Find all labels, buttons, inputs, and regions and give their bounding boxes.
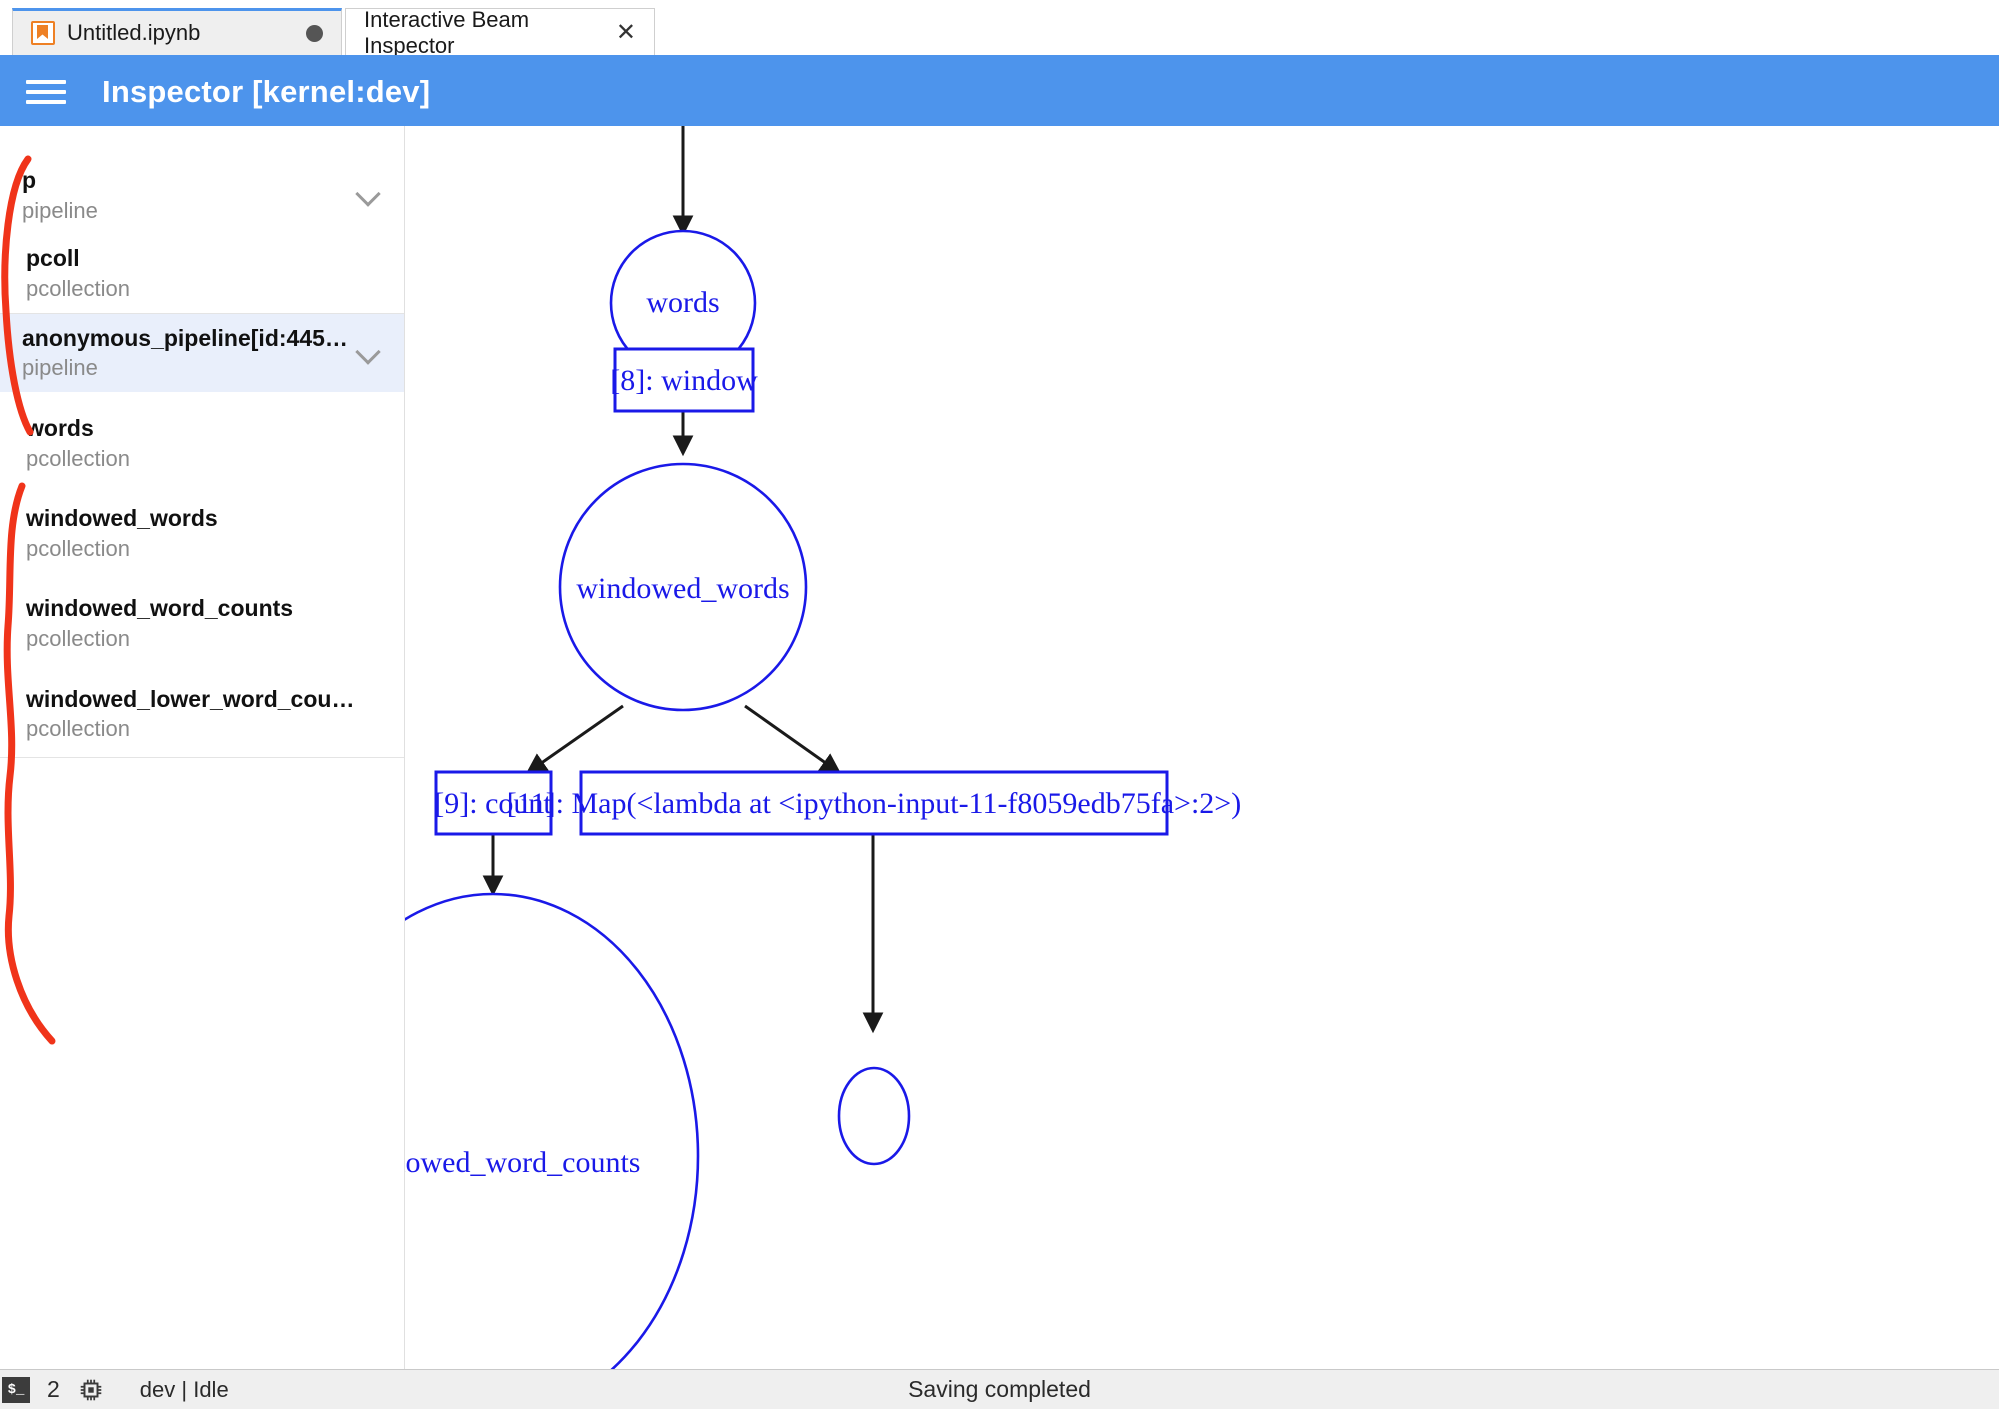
sidebar-item-windowed-lower-word-counts[interactable]: windowed_lower_word_counts pcollection: [0, 663, 405, 757]
sidebar-item-name: pcoll: [26, 245, 80, 272]
tab-bar: Untitled.ipynb Interactive Beam Inspecto…: [0, 0, 1999, 58]
tab-untitled-ipynb[interactable]: Untitled.ipynb: [12, 8, 342, 56]
chevron-down-icon[interactable]: [359, 185, 381, 198]
pipeline-graph-svg: words [8]: window windowed_words [9]: co…: [405, 126, 1241, 1369]
sidebar-item-name: anonymous_pipeline[id:44516…: [22, 324, 365, 351]
tabbar-accent-underline: [0, 55, 1999, 58]
node-count[interactable]: [9]: count: [434, 770, 553, 836]
chip-icon-svg: [80, 1379, 102, 1400]
sidebar-item-words[interactable]: words pcollection: [0, 392, 405, 482]
sidebar-item-type: pcollection: [26, 716, 130, 742]
inspector-header: Inspector [kernel:dev]: [0, 58, 1999, 126]
node-label: [9]: count: [434, 787, 552, 820]
sidebar-item-type: pcollection: [26, 445, 130, 471]
inspectables-sidebar[interactable]: p pipeline pcoll pcollection anonymous_p…: [0, 126, 405, 1369]
sidebar-item-windowed-word-counts[interactable]: windowed_word_counts pcollection: [0, 572, 405, 662]
kernel-status[interactable]: dev | Idle: [139, 1376, 229, 1402]
hamburger-icon[interactable]: [24, 76, 68, 108]
sidebar-divider: [404, 126, 405, 1369]
tab-label: Interactive Beam Inspector: [364, 6, 530, 58]
edge-windowed-words-to-count: [525, 704, 624, 775]
tab-interactive-beam-inspector[interactable]: Interactive Beam Inspector ✕: [345, 6, 655, 58]
page-title: Inspector [kernel:dev]: [102, 74, 431, 109]
sidebar-item-name: windowed_lower_word_counts: [26, 685, 365, 712]
sidebar-item-type: pipeline: [22, 197, 98, 223]
sidebar-item-type: pipeline: [22, 355, 98, 381]
sidebar-item-name: words: [26, 414, 94, 441]
sidebar-item-type: pcollection: [26, 535, 130, 561]
node-unnamed-small[interactable]: [837, 1066, 911, 1166]
node-label: [11]: Map(<lambda at <ipython-input-11-f…: [507, 787, 1241, 820]
terminal-count: 2: [47, 1376, 60, 1402]
node-label: words: [646, 286, 719, 319]
chip-icon[interactable]: [78, 1377, 104, 1403]
node-map[interactable]: [11]: Map(<lambda at <ipython-input-11-f…: [507, 770, 1241, 836]
inspector-body: p pipeline pcoll pcollection anonymous_p…: [0, 126, 1999, 1369]
node-window[interactable]: [8]: window: [610, 347, 758, 413]
tab-label: Untitled.ipynb: [67, 20, 201, 45]
terminal-icon[interactable]: $_: [2, 1376, 30, 1403]
sidebar-item-name: windowed_word_counts: [26, 595, 294, 622]
chevron-down-icon[interactable]: [359, 343, 381, 356]
sidebar-item-name: p: [22, 167, 37, 193]
graph-nodes[interactable]: words [8]: window windowed_words [9]: co…: [405, 229, 1241, 1369]
unsaved-changes-dot-icon[interactable]: [306, 24, 323, 42]
sidebar-top-spacer: [0, 126, 405, 156]
sidebar-group-p: p pipeline pcoll pcollection: [0, 156, 405, 313]
sidebar-group-anonymous-pipeline: anonymous_pipeline[id:44516… pipeline wo…: [0, 312, 405, 758]
sidebar-item-type: pcollection: [26, 276, 130, 301]
close-icon[interactable]: ✕: [615, 18, 636, 46]
sidebar-item-name: windowed_words: [26, 505, 218, 531]
status-bar: $_ 2 dev | Idle Saving completed: [0, 1369, 1999, 1409]
status-message: Saving completed: [908, 1376, 1091, 1402]
node-label: windowed_words: [576, 572, 789, 605]
pipeline-graph-panel[interactable]: words [8]: window windowed_words [9]: co…: [405, 126, 1999, 1369]
sidebar-item-type: pcollection: [26, 626, 130, 651]
edge-windowed-words-to-map: [744, 704, 842, 775]
sidebar-item-pcoll[interactable]: pcoll pcollection: [0, 234, 405, 312]
tab-left-group: Untitled.ipynb: [31, 20, 200, 46]
node-windowed-words[interactable]: windowed_words: [558, 462, 808, 712]
sidebar-item-windowed-words[interactable]: windowed_words pcollection: [0, 482, 405, 572]
sidebar-item-p[interactable]: p pipeline: [0, 156, 405, 234]
node-label: [8]: window: [610, 364, 758, 397]
notebook-icon: [31, 21, 55, 45]
node-windowed-word-counts[interactable]: windowed_word_counts: [405, 892, 700, 1369]
node-label: windowed_word_counts: [405, 1146, 640, 1179]
sidebar-item-anonymous-pipeline[interactable]: anonymous_pipeline[id:44516… pipeline: [0, 313, 405, 392]
